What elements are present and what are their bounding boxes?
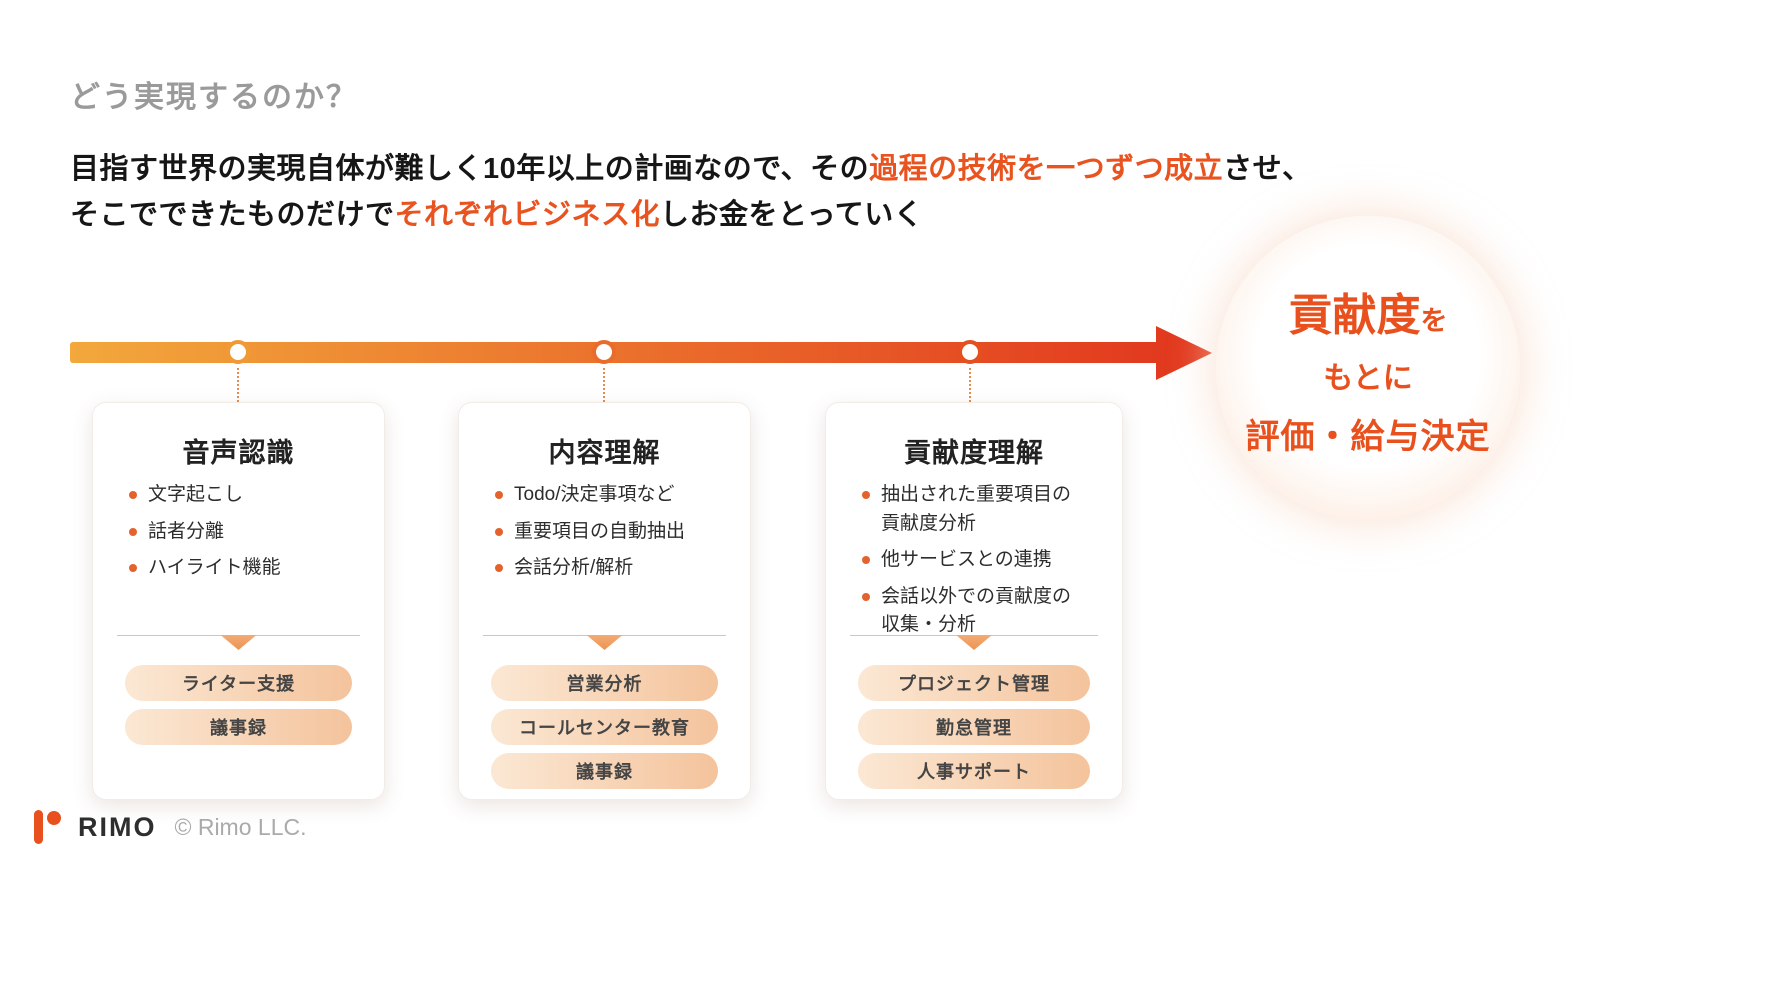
dotted-connector-1 [237, 368, 239, 402]
list-item: ハイライト機能 [129, 554, 360, 583]
rimo-logo-icon [34, 808, 64, 846]
bullet-dot-icon [129, 564, 137, 572]
list-item: Todo/決定事項など [495, 481, 726, 510]
list-item: 会話以外での貢献度の収集・分析 [862, 583, 1082, 640]
brand-name: RIMO [78, 811, 157, 842]
page-title: どう実現するのか？ [70, 81, 358, 114]
bullet-text: 話者分離 [148, 520, 225, 542]
dotted-connector-3 [969, 368, 971, 402]
bullet-text: 会話以外での貢献度の収集・分析 [881, 585, 1072, 636]
pill-list: プロジェクト管理 勤怠管理 人事サポート [858, 665, 1090, 789]
bullet-dot-icon [495, 491, 503, 499]
intro-highlight-1: 過程の技術を一つずつ成立 [869, 153, 1224, 185]
bullet-text: 抽出された重要項目の貢献度分析 [881, 484, 1072, 534]
bullet-list: Todo/決定事項など 重要項目の自動抽出 会話分析/解析 [495, 481, 726, 583]
list-item: 抽出された重要項目の貢献度分析 [862, 481, 1082, 538]
timeline-marker-3 [958, 340, 982, 364]
list-item: 会話分析/解析 [495, 554, 726, 583]
list-item: 話者分離 [129, 518, 360, 547]
pill: ライター支援 [125, 665, 352, 701]
list-item: 文字起こし [129, 481, 360, 510]
intro-seg1: 目指す世界の実現自体が難しく10年以上の計画なので、その [70, 153, 870, 185]
bullet-dot-icon [862, 491, 870, 499]
logo-bar [34, 810, 43, 844]
pill: 議事録 [491, 753, 718, 789]
pill: 営業分析 [491, 665, 718, 701]
card-title: 内容理解 [548, 438, 661, 468]
goal-circle: 貢献度を もとに 評価・給与決定 [1216, 216, 1520, 520]
pill-list: ライター支援 議事録 [125, 665, 352, 745]
intro-highlight-2: それぞれビジネス化 [394, 199, 661, 232]
list-item: 他サービスとの連携 [862, 546, 1082, 575]
card-title: 貢献度理解 [904, 438, 1044, 468]
bullet-dot-icon [862, 592, 870, 601]
goal-line-2: もとに [1323, 361, 1413, 395]
intro-paragraph: 目指す世界の実現自体が難しく10年以上の計画なので、その過程の技術を一つずつ成立… [70, 146, 1312, 239]
pill: 人事サポート [858, 753, 1090, 789]
footer: RIMO © Rimo LLC. [34, 806, 306, 848]
goal-line-1: 貢献度を [1289, 279, 1448, 343]
pill: コールセンター教育 [491, 709, 718, 745]
card-speech-recognition: 音声認識 文字起こし 話者分離 ハイライト機能 ライター支援 議事録 [92, 402, 385, 800]
goal-particle: を [1420, 305, 1448, 336]
dotted-connector-2 [603, 368, 605, 402]
pill: プロジェクト管理 [858, 665, 1090, 701]
intro-seg4: そこでできたものだけで [70, 199, 395, 232]
bullet-dot-icon [862, 556, 870, 564]
goal-keyword: 貢献度 [1288, 290, 1421, 340]
bullet-dot-icon [129, 491, 137, 499]
bullet-text: 重要項目の自動抽出 [514, 520, 686, 542]
bullet-text: ハイライト機能 [148, 557, 281, 578]
copyright-text: © Rimo LLC. [174, 813, 307, 840]
card-contribution-understanding: 貢献度理解 抽出された重要項目の貢献度分析 他サービスとの連携 会話以外での貢献… [825, 402, 1123, 800]
down-triangle-icon [586, 635, 623, 650]
bullet-text: Todo/決定事項など [514, 484, 675, 505]
down-triangle-icon [956, 635, 992, 650]
intro-seg3: させ、 [1223, 153, 1312, 185]
intro-seg6: しお金をとっていく [660, 199, 924, 232]
pill: 勤怠管理 [858, 709, 1090, 745]
timeline-marker-2 [592, 340, 616, 364]
pill: 議事録 [125, 709, 352, 745]
pill-list: 営業分析 コールセンター教育 議事録 [491, 665, 718, 789]
timeline-marker-1 [226, 340, 250, 364]
down-triangle-icon [220, 635, 257, 650]
bullet-dot-icon [129, 527, 137, 536]
goal-line-3: 評価・給与決定 [1245, 417, 1491, 456]
list-item: 重要項目の自動抽出 [495, 518, 726, 547]
card-title: 音声認識 [182, 438, 295, 468]
bullet-text: 他サービスとの連携 [881, 549, 1052, 570]
bullet-list: 文字起こし 話者分離 ハイライト機能 [129, 481, 360, 583]
arrow-head-icon [1156, 326, 1212, 380]
bullet-text: 文字起こし [148, 484, 244, 505]
bullet-list: 抽出された重要項目の貢献度分析 他サービスとの連携 会話以外での貢献度の収集・分… [862, 481, 1082, 640]
bullet-dot-icon [495, 564, 503, 572]
card-content-understanding: 内容理解 Todo/決定事項など 重要項目の自動抽出 会話分析/解析 営業分析 … [458, 402, 751, 800]
logo-dot [47, 811, 61, 825]
bullet-text: 会話分析/解析 [514, 557, 634, 578]
bullet-dot-icon [495, 527, 503, 536]
